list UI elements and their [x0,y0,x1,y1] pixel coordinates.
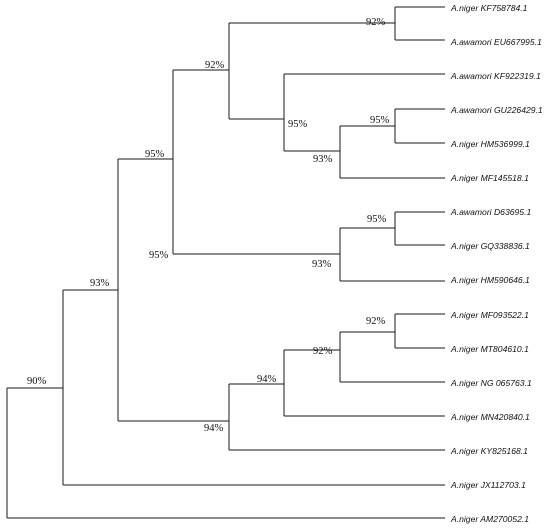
taxon-label: A.niger GQ338836.1 [450,241,530,251]
taxon-label: A.awamori KF922319.1 [450,71,541,81]
support-value: 92% [366,17,386,28]
taxon-labels: A.niger KF758784.1 A.awamori EU667995.1 … [450,3,543,524]
taxon-label: A.niger JX112703.1 [450,480,526,490]
taxon-label: A.niger MT804610.1 [450,344,529,354]
taxon-label: A.awamori EU667995.1 [450,37,542,47]
taxon-label: A.awamori D63695.1 [450,207,531,217]
taxon-label: A.niger KF758784.1 [450,3,528,13]
support-value: 90% [27,376,47,387]
taxon-label: A.niger HM590646.1 [450,275,530,285]
support-value: 94% [204,423,224,434]
support-value: 92% [313,346,333,357]
support-value: 92% [205,60,225,71]
taxon-label: A.niger KY825168.1 [450,446,528,456]
taxon-label: A.niger MF145518.1 [450,173,529,183]
taxon-label: A.niger MF093522.1 [450,310,529,320]
support-value: 93% [312,259,332,270]
taxon-label: A.niger MN420840.1 [450,412,530,422]
support-value: 95% [145,149,165,160]
support-value: 95% [288,119,308,130]
support-value: 95% [149,250,169,261]
bootstrap-support-values: 92% 95% 93% 95% 92% 95% 93% 95% 92% 92% … [27,17,390,434]
taxon-label: A.niger AM270052.1 [450,514,529,524]
support-value: 93% [90,278,110,289]
taxon-label: A.niger NG 065763.1 [450,378,532,388]
support-value: 95% [370,115,390,126]
support-value: 94% [257,374,277,385]
support-value: 92% [366,316,386,327]
support-value: 93% [313,154,333,165]
taxon-label: A.awamori GU226429.1 [450,105,543,115]
support-value: 95% [367,214,387,225]
tree-branches [6,6,445,519]
taxon-label: A.niger HM536999.1 [450,139,530,149]
